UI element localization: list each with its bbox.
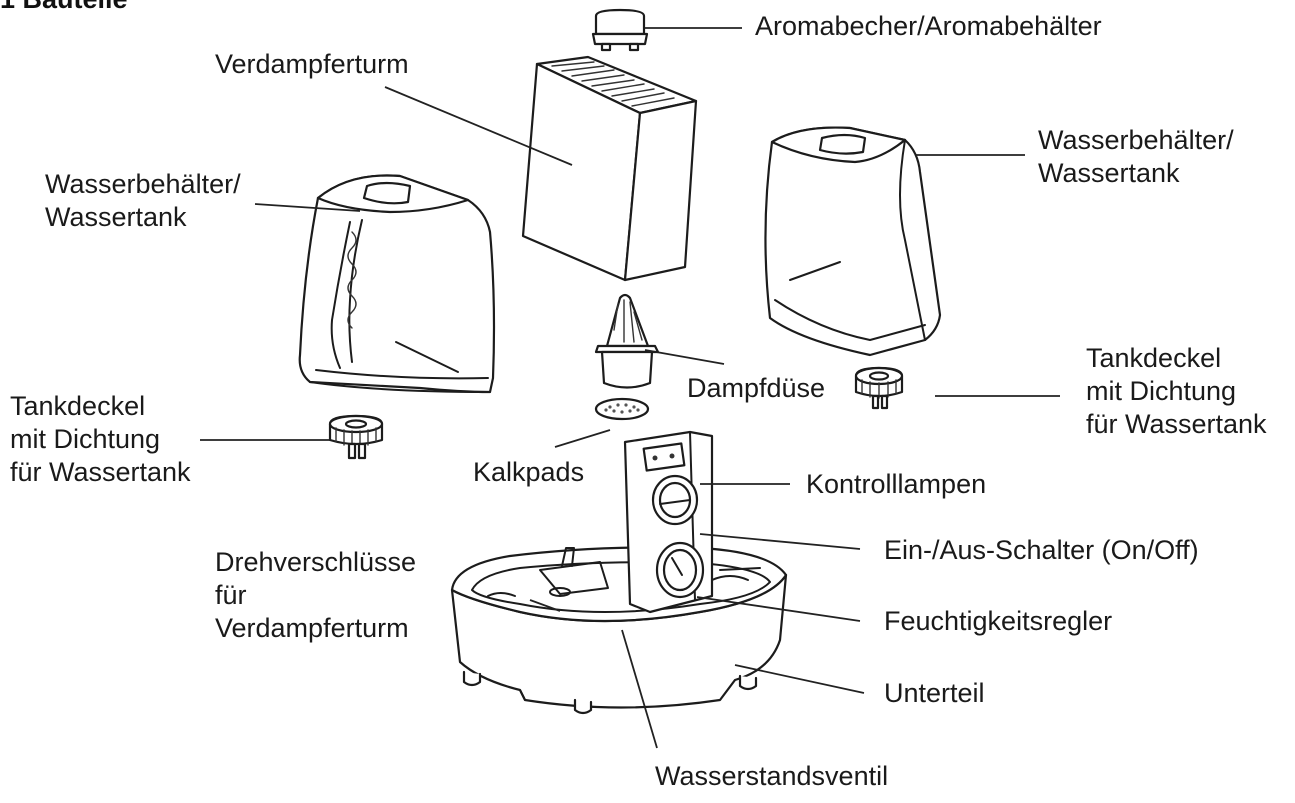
label-unterteil: Unterteil [884, 678, 985, 708]
aroma-cup-drawing [591, 8, 649, 52]
label-aromabecher: Aromabecher/Aromabehälter [755, 11, 1102, 41]
label-feuchtigkeitsregler: Feuchtigkeitsregler [884, 606, 1113, 636]
label-verdampferturm: Verdampferturm [215, 49, 409, 79]
right-water-tank-drawing [764, 126, 942, 357]
label-ein-aus-schalter: Ein-/Aus-Schalter (On/Off) [884, 535, 1199, 565]
label-tankdeckel-right: Tankdeckel mit Dichtung für Wassertank [1086, 343, 1267, 439]
left-water-tank-drawing [298, 174, 496, 394]
label-wasserstandsventil: Wasserstandsventil [655, 761, 889, 791]
label-wasserbehaelter-left: Wasserbehälter/ Wassertank [45, 169, 241, 232]
left-tank-cap-drawing [328, 414, 384, 460]
label-tankdeckel-left: Tankdeckel mit Dichtung für Wassertank [10, 391, 191, 487]
label-kalkpads: Kalkpads [473, 457, 585, 487]
control-panel-drawing [623, 430, 714, 614]
label-kontrolllampen: Kontrolllampen [806, 469, 987, 499]
lime-pad-drawing [594, 397, 650, 421]
label-dampfduese: Dampfdüse [687, 373, 826, 403]
steam-nozzle-drawing [594, 293, 660, 389]
label-wasserbehaelter-right: Wasserbehälter/ Wassertank [1038, 125, 1234, 188]
section-heading: 1 Bauteile [0, 0, 128, 15]
leader-lines [200, 27, 1060, 749]
right-tank-cap-drawing [854, 366, 904, 410]
base-unit-drawing [450, 546, 788, 715]
label-drehverschluesse: Drehverschlüsse für Verdampferturm [215, 547, 417, 643]
evaporator-tower-drawing [521, 55, 698, 282]
